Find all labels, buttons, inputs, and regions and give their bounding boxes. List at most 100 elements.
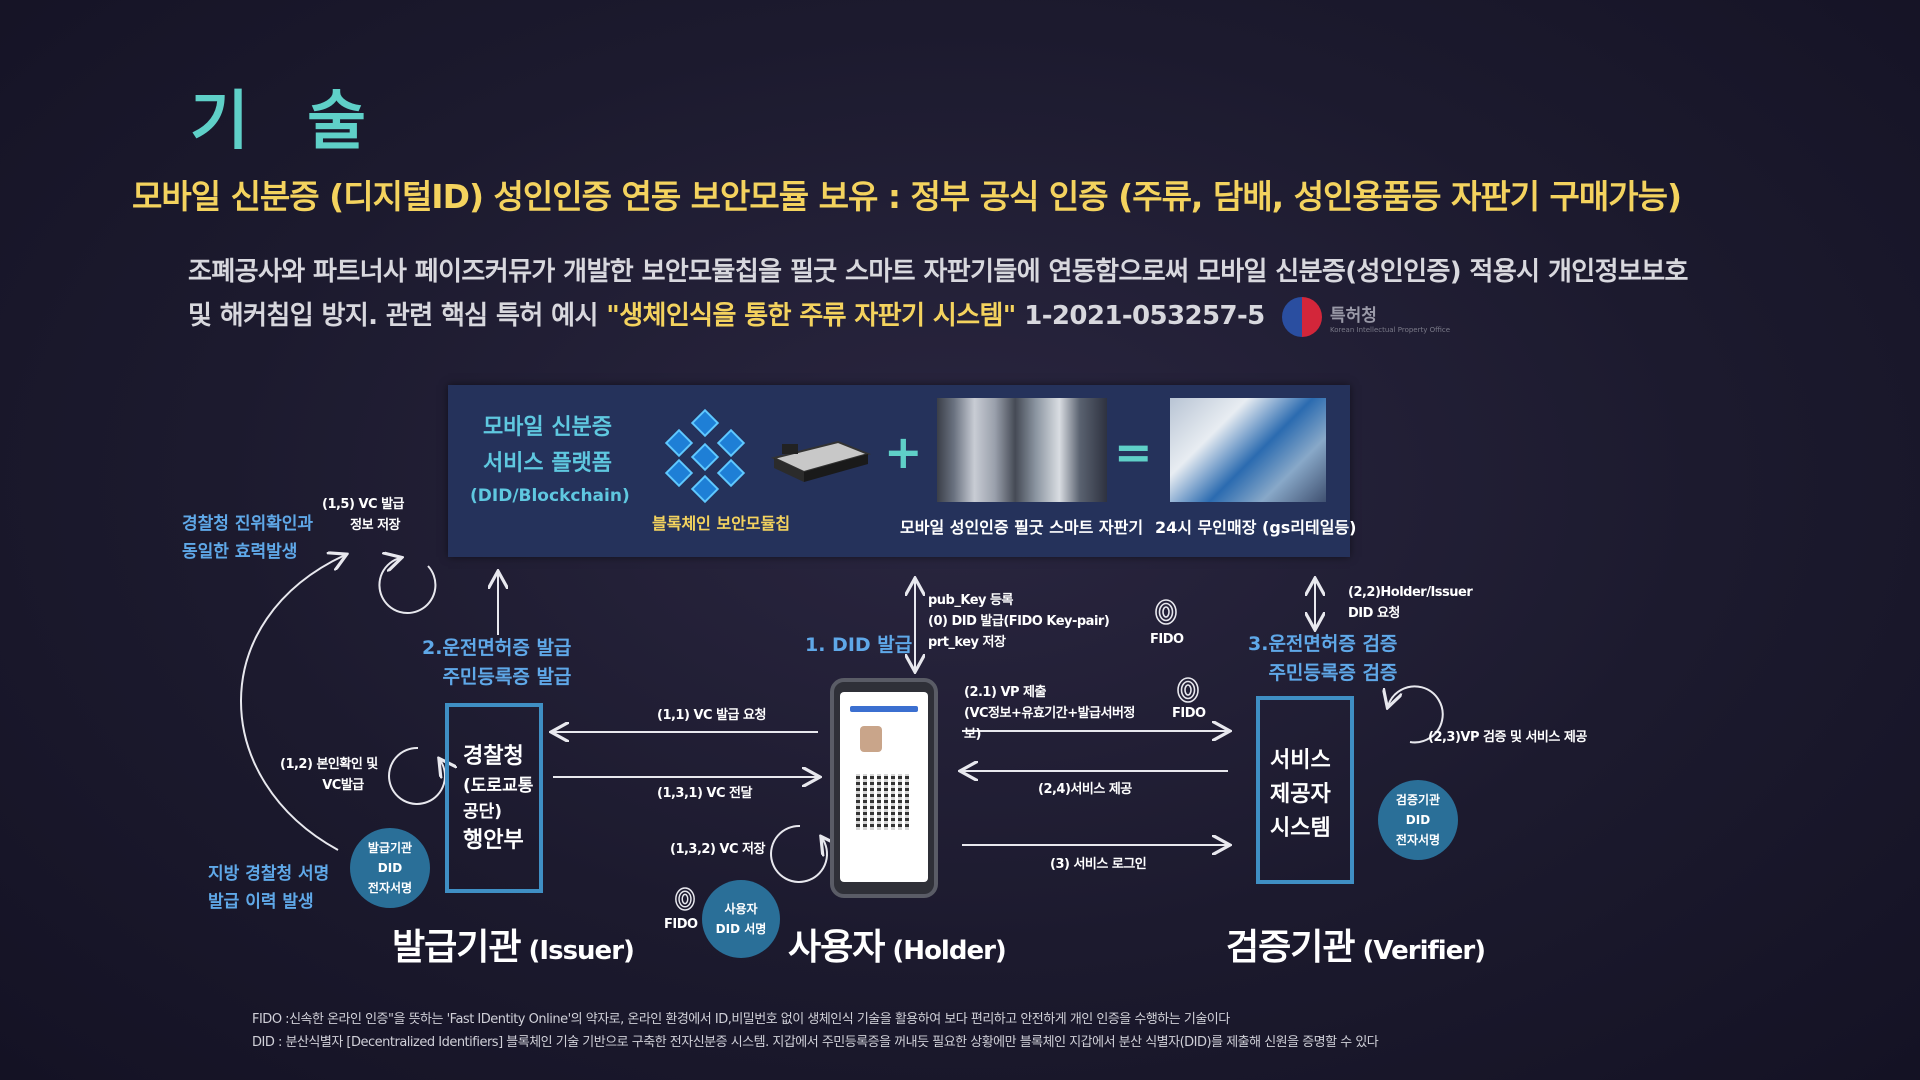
headline: 모바일 신분증 (디지털ID) 성인인증 연동 보안모듈 보유 : 정부 공식 … xyxy=(132,177,1682,216)
cycle-arrow-icon xyxy=(770,824,827,883)
platform-title: 모바일 신분증 서비스 플랫폼 xyxy=(470,410,625,482)
vc-request-label: (1,1) VC 발급 요청 xyxy=(657,708,766,723)
blockchain-cubes-icon xyxy=(664,408,746,504)
verifier-did-line: 검증기관 xyxy=(1395,793,1441,807)
fingerprint-icon xyxy=(675,887,695,911)
fido-label: FIDO xyxy=(664,917,698,932)
page-title: 기 술 xyxy=(190,85,385,159)
issuer-label-en: (Issuer) xyxy=(520,936,635,966)
kipo-logo-block: 특허청 Korean Intellectual Property Office xyxy=(1282,297,1450,337)
footnote-fido: FIDO :신속한 온라인 인증"을 뜻하는 'Fast IDentity On… xyxy=(252,1012,1230,1027)
cycle-arrow-icon xyxy=(1388,685,1444,744)
footnote-did: DID : 분산식별자 [Decentralized Identifiers] … xyxy=(252,1035,1379,1050)
user-did-line: DID 서명 xyxy=(715,922,767,936)
screen-header-bar xyxy=(850,706,918,712)
vc-store-line-2: 정보 저장 xyxy=(350,518,400,533)
police-note-line-2: 동일한 효력발생 xyxy=(182,542,298,562)
issuer-label: 발급기관 (Issuer) xyxy=(392,918,635,970)
issue-step-line-1: 2.운전면허증 발급 xyxy=(422,637,572,659)
vp-verify-label: (2,3)VP 검증 및 서비스 제공 xyxy=(1428,730,1587,745)
store-label: 24시 무인매장 (gs리테일등) xyxy=(1155,518,1357,537)
self-check-line-1: (1,2) 본인확인 및 xyxy=(280,757,378,772)
phone-screen xyxy=(840,692,928,882)
verifier-did-badge: 검증기관 DID 전자서명 xyxy=(1378,780,1458,860)
left-curved-arrow xyxy=(240,555,345,851)
local-sign-line-2: 발급 이력 발생 xyxy=(208,892,314,912)
fingerprint-icon xyxy=(1177,677,1199,703)
service-login-label: (3) 서비스 로그인 xyxy=(1050,857,1147,872)
kipo-name: 특허청 xyxy=(1330,305,1377,326)
chip-label: 블록체인 보안모듈칩 xyxy=(652,514,791,533)
qr-code-overlay xyxy=(856,774,912,830)
issuer-did-line: DID xyxy=(377,861,403,875)
plus-sign: + xyxy=(884,425,923,479)
issuer-did-badge: 발급기관 DID 전자서명 xyxy=(350,828,430,908)
platform-title-line-1: 모바일 신분증 xyxy=(482,415,613,440)
vp-submit-line-3: 보) xyxy=(964,727,981,742)
self-check-note: (1,2) 본인확인 및 VC발급 xyxy=(280,754,378,796)
holder-label: 사용자 (Holder) xyxy=(788,918,1007,970)
verifier-label-en: (Verifier) xyxy=(1354,936,1487,966)
platform-subtitle: (DID/Blockchain) xyxy=(470,486,630,506)
verifier-label-ko: 검증기관 xyxy=(1226,927,1355,968)
phone-icon xyxy=(830,678,938,898)
issuer-box-line: 행안부 xyxy=(463,828,524,853)
issuer-label-ko: 발급기관 xyxy=(392,927,521,968)
verifier-did-line: DID xyxy=(1405,813,1431,827)
issue-step: 2.운전면허증 발급 주민등록증 발급 xyxy=(422,634,571,692)
cycle-arrow-icon xyxy=(388,746,445,805)
holder-issuer-line-1: (2,2)Holder/Issuer xyxy=(1348,585,1473,600)
issuer-box-line: (도로교통 xyxy=(463,776,534,796)
verify-step-line-1: 3.운전면허증 검증 xyxy=(1248,633,1398,655)
kipo-subtitle: Korean Intellectual Property Office xyxy=(1330,325,1451,334)
user-did-line: 사용자 xyxy=(724,902,758,916)
pub-key-note: pub_Key 등록 xyxy=(928,593,1013,608)
prt-key-note: prt_key 저장 xyxy=(928,635,1006,650)
did-key-notes: pub_Key 등록 (0) DID 발급(FIDO Key-pair) prt… xyxy=(928,590,1110,653)
vending-machine-image xyxy=(937,398,1107,502)
patent-number: 1-2021-053257-5 xyxy=(1015,301,1265,331)
security-chip-icon xyxy=(771,440,872,482)
vc-store-line-1: (1,5) VC 발급 xyxy=(322,497,405,512)
self-check-line-2: VC발급 xyxy=(322,778,364,793)
local-sign-note: 지방 경찰청 서명 발급 이력 발생 xyxy=(208,860,329,916)
user-did-badge: 사용자 DID 서명 xyxy=(702,880,780,958)
fingerprint-icon xyxy=(1155,599,1177,625)
vp-submit-line-1: (2.1) VP 제출 xyxy=(964,685,1046,700)
vc-deliver-label: (1,3,1) VC 전달 xyxy=(657,786,752,801)
fido-label: FIDO xyxy=(1150,632,1184,647)
vc-store-label: (1,3,2) VC 저장 xyxy=(670,842,765,857)
issuer-did-line: 전자서명 xyxy=(367,881,413,895)
issuer-box: 경찰청 (도로교통 공단) 행안부 xyxy=(445,703,543,893)
vc-store-note: (1,5) VC 발급 정보 저장 xyxy=(322,494,405,536)
issuer-box-line: 공단) xyxy=(463,802,503,822)
verify-step: 3.운전면허증 검증 주민등록증 검증 xyxy=(1248,630,1397,688)
police-note: 경찰청 진위확인과 동일한 효력발생 xyxy=(182,510,313,566)
description-line-2: 및 해커침입 방지. 관련 핵심 특허 예시 "생체인식을 통한 주류 자판기 … xyxy=(188,294,1688,338)
description-line-1: 조폐공사와 파트너사 페이즈커뮤가 개발한 보안모듈칩을 필굿 스마트 자판기들… xyxy=(188,257,1688,287)
equals-sign: = xyxy=(1114,425,1153,479)
issue-step-line-2: 주민등록증 발급 xyxy=(442,666,572,688)
vp-submit-label: (2.1) VP 제출 (VC정보+유효기간+발급서버정 보) xyxy=(964,682,1135,745)
vp-submit-line-2: (VC정보+유효기간+발급서버정 xyxy=(964,706,1135,721)
did-issue-step: 1. DID 발급 xyxy=(805,634,913,656)
verify-step-line-2: 주민등록증 검증 xyxy=(1268,662,1398,684)
did-fido-note: (0) DID 발급(FIDO Key-pair) xyxy=(928,614,1110,629)
service-provide-label: (2,4)서비스 제공 xyxy=(1038,782,1132,797)
service-box-line: 제공자 xyxy=(1270,782,1331,807)
issuer-box-line: 경찰청 xyxy=(463,744,524,769)
store-image xyxy=(1170,398,1326,502)
vending-label: 모바일 성인인증 필굿 스마트 자판기 xyxy=(900,518,1144,537)
kipo-emblem-icon xyxy=(1282,297,1322,337)
patent-title: "생체인식을 통한 주류 자판기 시스템" xyxy=(606,301,1016,331)
fido-label: FIDO xyxy=(1172,706,1206,721)
id-photo xyxy=(860,726,882,752)
platform-title-line-2: 서비스 플랫폼 xyxy=(482,451,613,476)
local-sign-line-1: 지방 경찰청 서명 xyxy=(208,864,330,884)
description-line-2-pre: 및 해커침입 방지. 관련 핵심 특허 예시 xyxy=(188,301,607,331)
holder-issuer-note: (2,2)Holder/Issuer DID 요청 xyxy=(1348,582,1473,624)
issuer-did-line: 발급기관 xyxy=(367,841,413,855)
verifier-did-line: 전자서명 xyxy=(1395,833,1441,847)
cycle-arrow-icon xyxy=(378,558,437,614)
